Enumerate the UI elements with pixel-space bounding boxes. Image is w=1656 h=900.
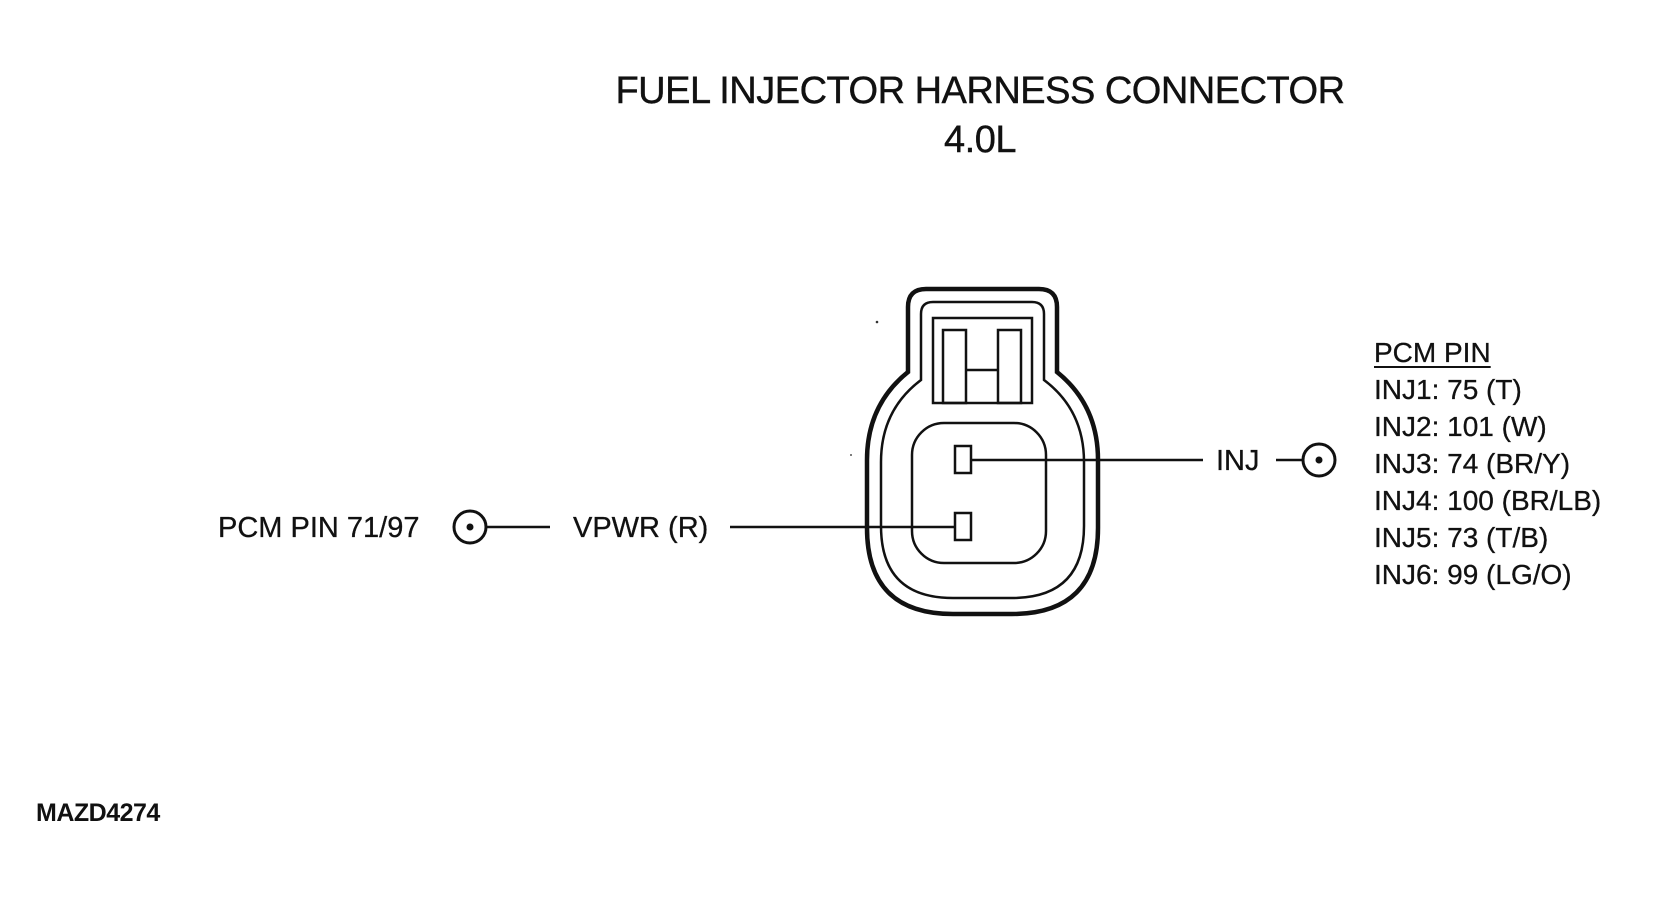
pcm-pin-table: PCM PIN INJ1: 75 (T) INJ2: 101 (W) INJ3:…: [1374, 334, 1602, 593]
connector-cavity: [910, 421, 1048, 565]
connector-latch-left: [941, 328, 968, 405]
pcm-pin-table-header: PCM PIN: [1374, 337, 1491, 368]
vpwr-pcm-terminal-icon: [452, 509, 488, 545]
figure-id: MAZD4274: [36, 799, 160, 827]
terminal-vpwr: [953, 511, 973, 542]
pcm-pin-row-inj4: INJ4: 100 (BR/LB): [1374, 485, 1602, 516]
vpwr-circuit-label: VPWR (R): [573, 512, 709, 544]
scan-speck: [875, 320, 879, 324]
pcm-pin-rows: INJ1: 75 (T) INJ2: 101 (W) INJ3: 74 (BR/…: [1374, 371, 1602, 593]
pcm-pin-row-inj6: INJ6: 99 (LG/O): [1374, 559, 1572, 590]
diagram-title: FUEL INJECTOR HARNESS CONNECTOR: [615, 70, 1345, 112]
connector-latch-right: [996, 328, 1023, 405]
inj-pcm-terminal-icon: [1301, 442, 1337, 478]
terminal-inj: [953, 444, 973, 475]
pcm-pin-row-inj2: INJ2: 101 (W): [1374, 411, 1547, 442]
diagram-subtitle: 4.0L: [944, 119, 1017, 161]
pcm-pin-row-inj3: INJ3: 74 (BR/Y): [1374, 448, 1571, 479]
pcm-pin-row-inj5: INJ5: 73 (T/B): [1374, 522, 1549, 553]
connector-outer-shell: [864, 286, 1101, 617]
vpwr-pcm-pin-label: PCM PIN 71/97: [218, 512, 420, 544]
inj-circuit-label: INJ: [1216, 445, 1260, 477]
connector-latch-tab: [931, 316, 1034, 405]
pcm-pin-row-inj1: INJ1: 75 (T): [1374, 374, 1522, 405]
inj-pcm-terminal-dot: [1315, 456, 1323, 464]
vpwr-pcm-terminal-dot: [466, 523, 474, 531]
connector-inner-shell: [879, 300, 1086, 600]
scan-speck: [850, 454, 852, 456]
